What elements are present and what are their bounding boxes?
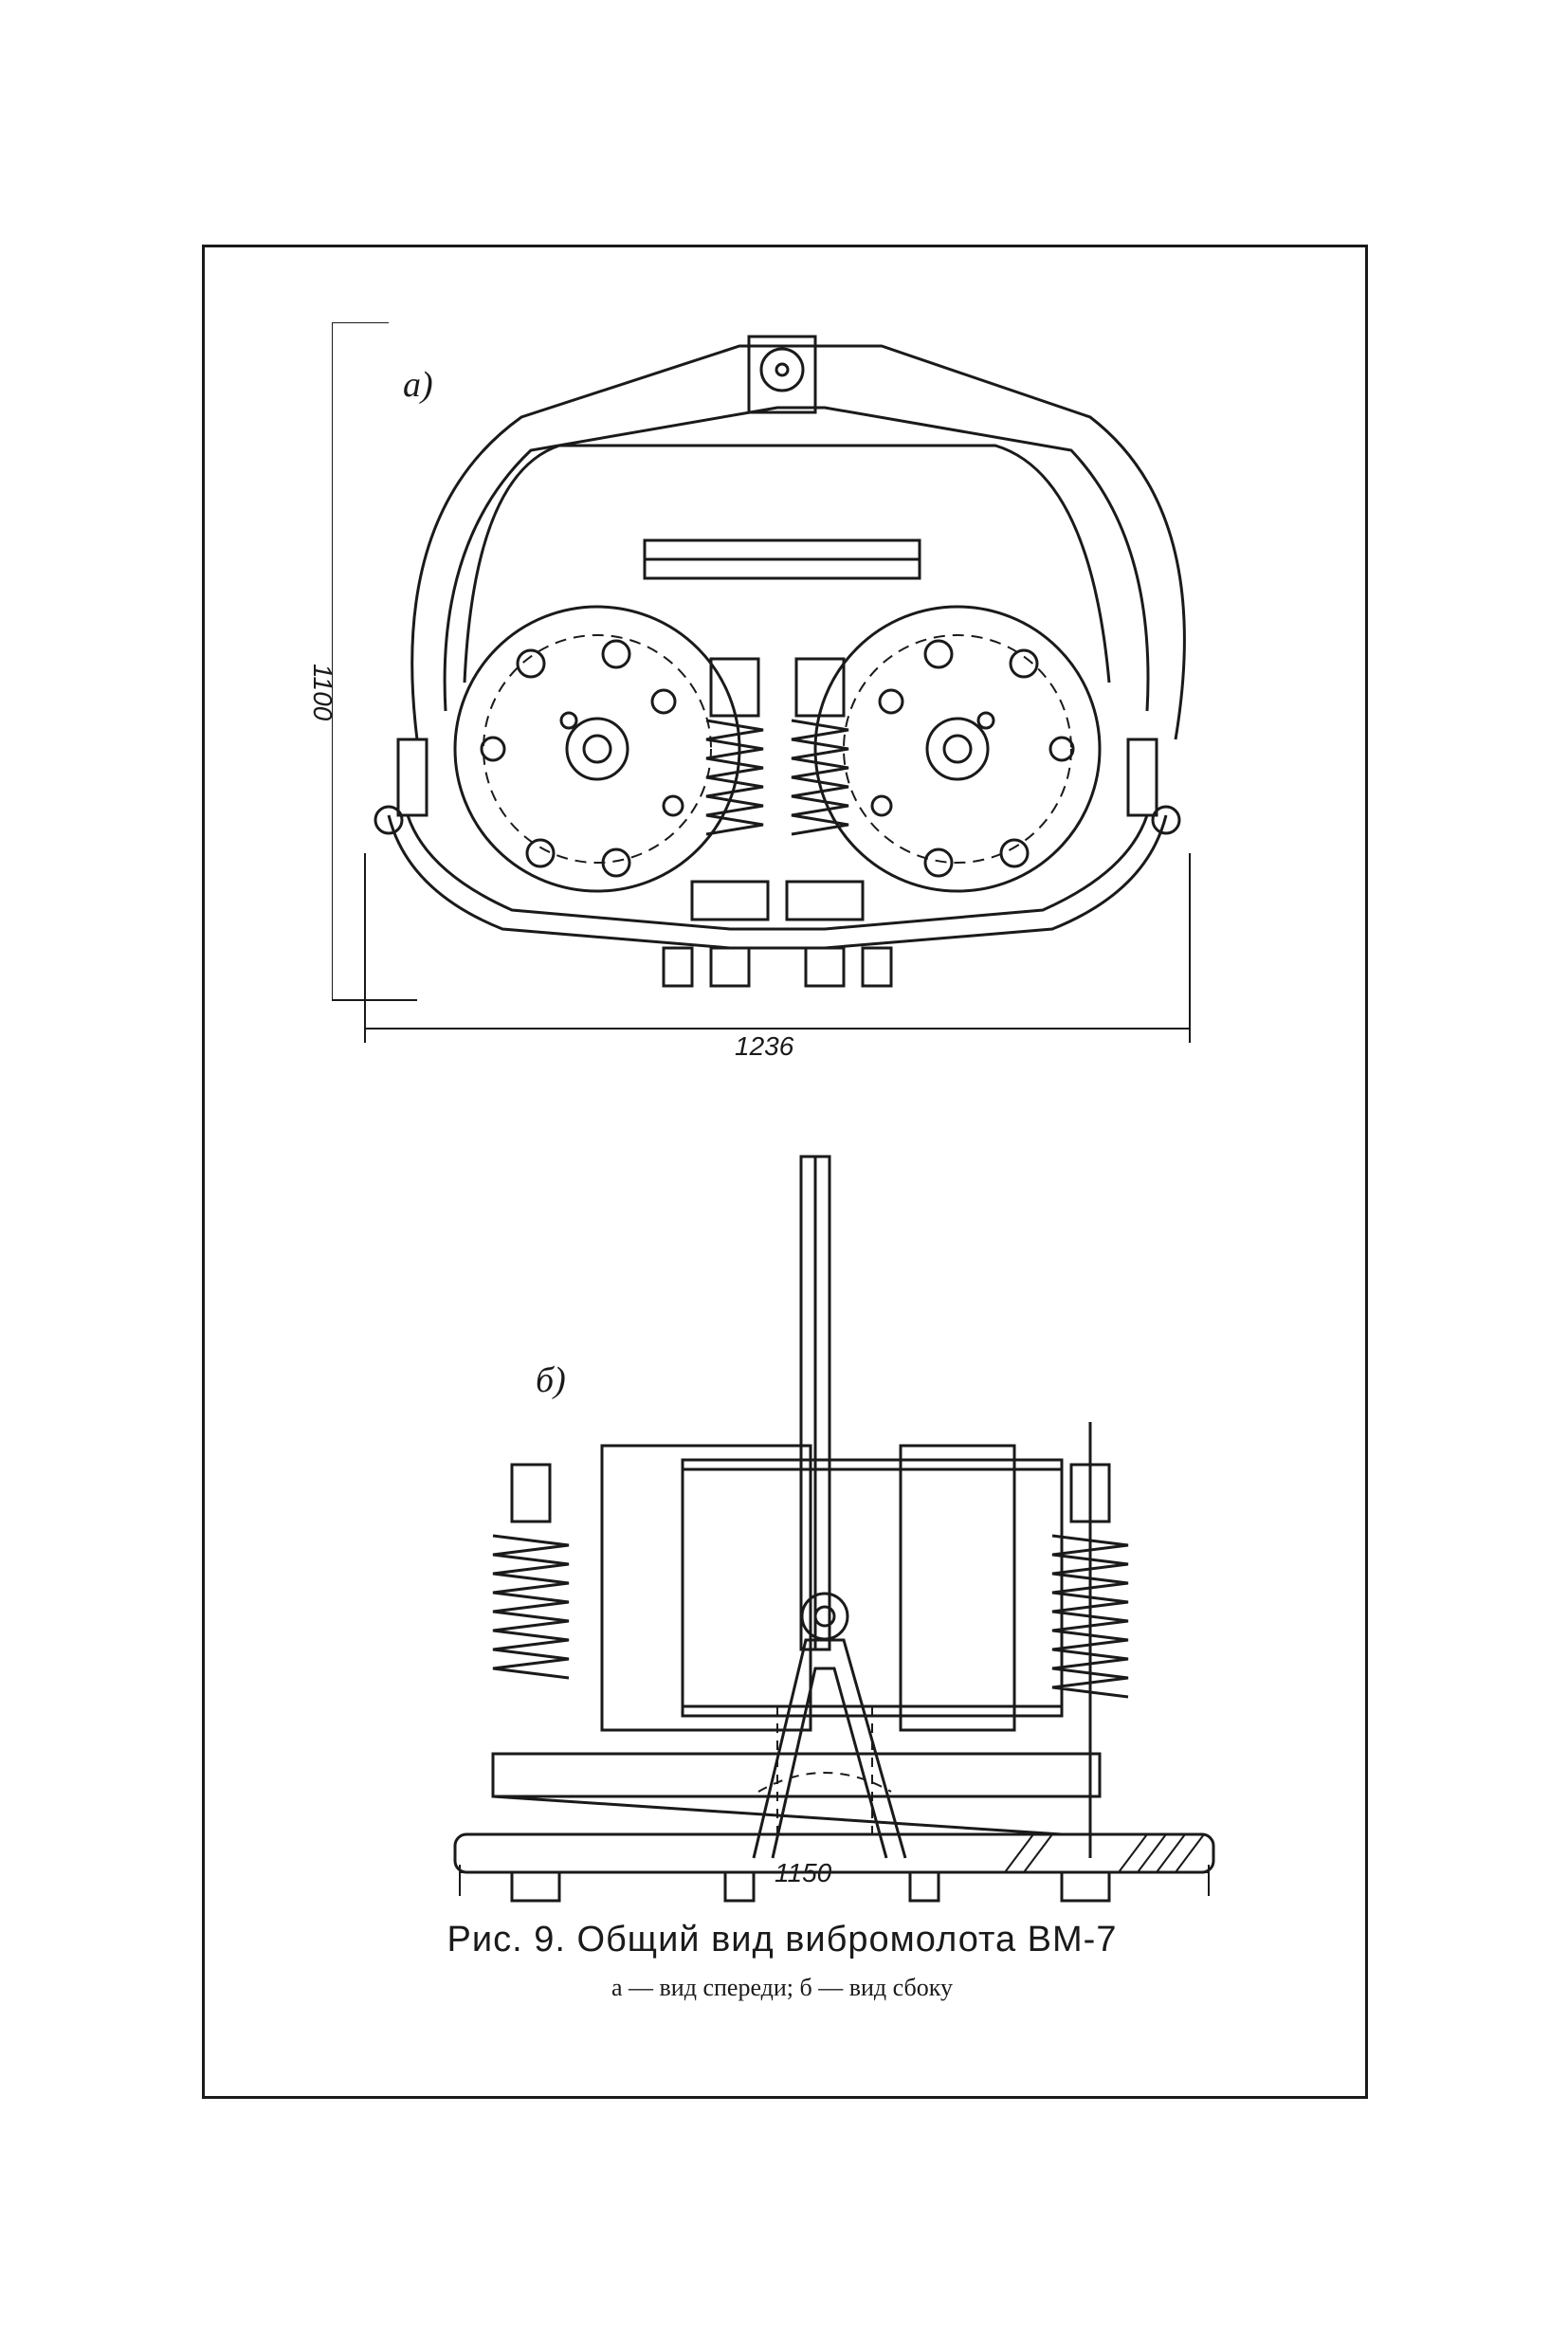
front-view-label: а) bbox=[403, 365, 433, 405]
figure-caption-subtitle: а — вид спереди; б — вид сбоку bbox=[611, 1974, 953, 2001]
side-view-label: б) bbox=[536, 1360, 566, 1400]
dimension-width-side: 1150 bbox=[775, 1858, 832, 1887]
dimension-width-front: 1236 bbox=[735, 1031, 794, 1061]
dimension-height: 1100 bbox=[308, 664, 337, 721]
dimension-line-side bbox=[460, 1871, 1209, 1873]
side-view-svg bbox=[453, 1155, 1215, 1903]
front-view-drawing bbox=[322, 321, 1223, 1081]
side-view-drawing bbox=[398, 1138, 1232, 1915]
figure-caption-title: Рис. 9. Общий вид вибромолота ВМ-7 bbox=[447, 1920, 1118, 1959]
figure-frame bbox=[202, 245, 1368, 2099]
front-view-svg bbox=[322, 321, 1191, 1043]
